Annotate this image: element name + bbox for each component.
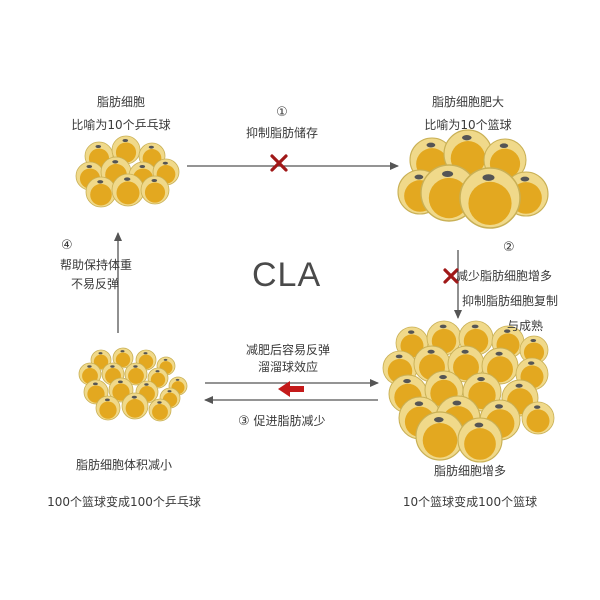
node-bl-subtitle: 100个篮球变成100个乒乓球	[47, 495, 201, 509]
fat-cell	[85, 176, 117, 208]
node-bl-title: 脂肪细胞体积减小	[75, 458, 173, 472]
step3-label: ③ 促进脂肪减少	[238, 413, 326, 430]
large-fat-cell-cluster-top-right	[397, 129, 549, 229]
rebound-line2: 溜溜球效应	[257, 360, 319, 374]
step3-number: ③	[238, 414, 250, 429]
rebound-line1: 减肥后容易反弹	[245, 343, 331, 357]
small-fat-cell-cluster-top-left	[75, 135, 180, 208]
fat-cell	[395, 326, 429, 360]
x-mark-icon	[443, 268, 459, 284]
step2-line3: 与成熟	[507, 319, 544, 333]
red-arrow-left-icon	[278, 381, 304, 397]
many-fat-cell-cluster-bottom-right	[382, 320, 555, 463]
step1-number: ①	[276, 105, 288, 120]
node-tr-subtitle: 比喻为10个篮球	[424, 118, 512, 132]
step4-line2: 不易反弹	[71, 277, 120, 291]
node-br-title: 脂肪细胞增多	[433, 464, 507, 478]
fat-cell	[457, 417, 503, 463]
fat-cell	[111, 135, 141, 165]
node-tr-title: 脂肪细胞肥大	[431, 95, 505, 109]
fat-cell	[112, 347, 134, 369]
x-mark-icon	[270, 154, 288, 172]
fat-cell	[521, 401, 555, 435]
step3-text: 促进脂肪减少	[253, 414, 326, 428]
node-tl-title: 脂肪细胞	[96, 95, 146, 109]
step2-line1: 减少脂肪细胞增多	[456, 269, 553, 283]
fat-cell	[111, 173, 145, 207]
fat-cell	[95, 395, 121, 421]
step4-line1: 帮助保持体重	[60, 258, 133, 272]
step2-line2: 抑制脂肪细胞复制	[462, 294, 559, 308]
node-br-subtitle: 10个篮球变成100个篮球	[402, 495, 538, 509]
fat-cell	[140, 175, 170, 205]
cla-center-label: CLA	[252, 256, 322, 294]
fat-cell	[148, 398, 172, 422]
node-tl-subtitle: 比喻为10个乒乓球	[71, 118, 171, 132]
step1-label: 抑制脂肪储存	[245, 126, 319, 140]
step4-number: ④	[61, 238, 73, 253]
small-fat-cell-cluster-bottom-left	[78, 347, 188, 422]
step2-number: ②	[503, 240, 515, 255]
fat-cell	[121, 392, 149, 420]
fat-cell	[415, 411, 465, 461]
fat-cell	[459, 167, 521, 229]
fat-cell	[124, 362, 148, 386]
fat-cell	[519, 335, 549, 365]
